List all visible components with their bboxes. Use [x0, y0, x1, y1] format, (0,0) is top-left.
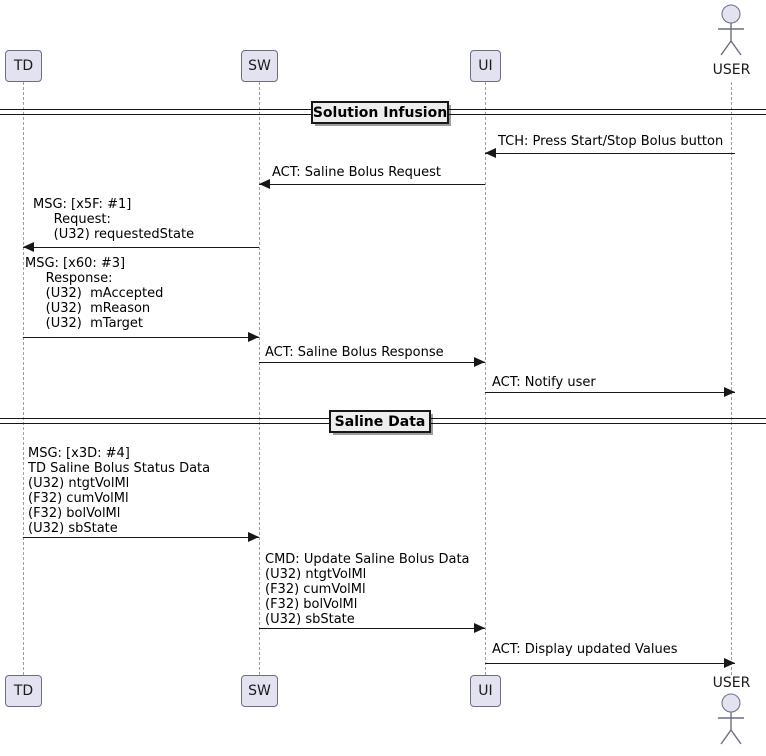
message-label-m9: ACT: Display updated Values — [492, 642, 678, 657]
message-line-m3 — [23, 247, 259, 248]
message-line-m7 — [23, 537, 259, 538]
participant-sw-top[interactable]: SW — [241, 50, 278, 82]
message-label-m5: ACT: Saline Bolus Response — [265, 345, 444, 360]
lifeline-user — [731, 82, 732, 675]
message-label-m3: MSG: [x5F: #1] Request: (U32) requestedS… — [33, 197, 195, 242]
arrow-head-m8 — [474, 623, 485, 633]
divider-solution-infusion: Solution Infusion — [311, 101, 449, 124]
arrow-head-m1 — [485, 148, 496, 158]
participant-ui-top[interactable]: UI — [470, 50, 501, 82]
arrow-head-m5 — [474, 357, 485, 367]
actor-user-label-bottom: USER — [712, 675, 751, 691]
arrow-head-m7 — [248, 532, 259, 542]
participant-sw-bottom[interactable]: SW — [241, 675, 278, 707]
participant-ui-bottom[interactable]: UI — [470, 675, 501, 707]
arrow-head-m2 — [259, 179, 270, 189]
arrow-head-m4 — [248, 332, 259, 342]
lifeline-td — [23, 82, 24, 675]
message-line-m6 — [485, 392, 735, 393]
message-label-m2: ACT: Saline Bolus Request — [272, 165, 442, 180]
lifeline-ui — [485, 82, 486, 675]
message-label-m6: ACT: Notify user — [492, 375, 596, 390]
actor-user-icon-bottom[interactable] — [714, 693, 748, 749]
divider-saline-data: Saline Data — [329, 410, 431, 433]
actor-user-icon-top[interactable] — [714, 4, 748, 60]
message-label-m1: TCH: Press Start/Stop Bolus button — [498, 134, 724, 149]
participant-td-top[interactable]: TD — [5, 50, 42, 82]
participant-td-bottom[interactable]: TD — [5, 675, 42, 707]
message-label-m7: MSG: [x3D: #4] TD Saline Bolus Status Da… — [28, 446, 211, 536]
message-line-m1 — [485, 153, 735, 154]
arrow-head-m3 — [23, 242, 34, 252]
message-line-m9 — [485, 663, 735, 664]
message-line-m5 — [259, 362, 485, 363]
lifeline-sw — [259, 82, 260, 675]
message-line-m4 — [23, 337, 259, 338]
arrow-head-m9 — [724, 658, 735, 668]
message-line-m8 — [259, 628, 485, 629]
message-label-m4: MSG: [x60: #3] Response: (U32) mAccepted… — [25, 256, 164, 331]
actor-user-label-top: USER — [712, 62, 751, 78]
arrow-head-m6 — [724, 387, 735, 397]
message-line-m2 — [259, 184, 485, 185]
message-label-m8: CMD: Update Saline Bolus Data (U32) ntgt… — [265, 552, 470, 627]
